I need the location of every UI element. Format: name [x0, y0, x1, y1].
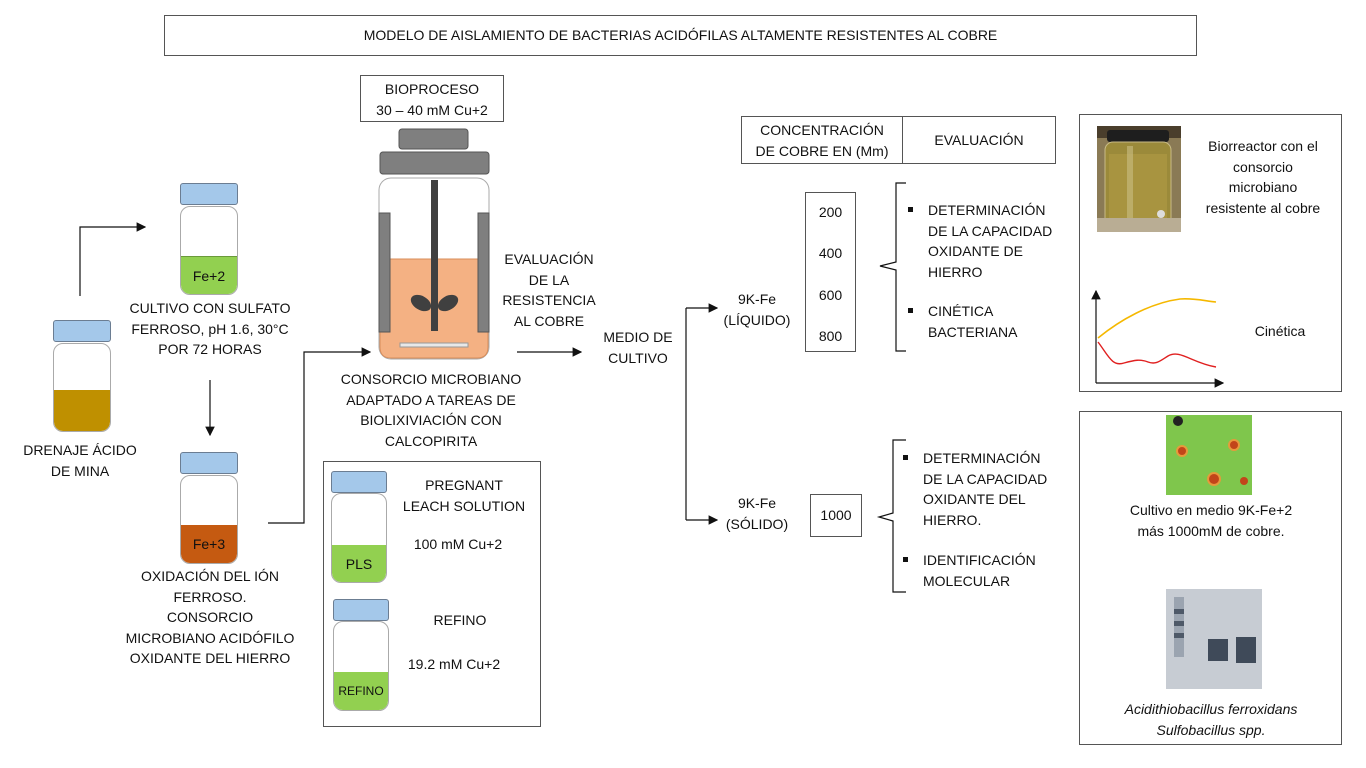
arrow-fe3-to-bioprocess [268, 347, 372, 524]
bracket-solid [876, 439, 906, 593]
bioreactor-top-knob [398, 128, 469, 150]
fe2-jar-body: Fe+2 [180, 206, 238, 295]
bioprocess-caption: CONSORCIO MICROBIANO ADAPTADO A TAREAS D… [340, 371, 522, 449]
culture-identification-panel: Cultivo en medio 9K-Fe+2 más 1000mM de c… [1079, 411, 1342, 745]
species-identified: Acidithiobacillus ferroxidans Sulfobacil… [1124, 701, 1298, 738]
fe3-liquid: Fe+3 [181, 525, 237, 563]
fe3-caption: OXIDACIÓN DEL IÓN FERROSO. CONSORCIO MIC… [125, 568, 295, 666]
impeller-right-blade [437, 294, 459, 312]
fe3-jar-body: Fe+3 [180, 475, 238, 564]
bioreactor-shaft [431, 180, 438, 331]
fe3-jar-cap [180, 452, 238, 474]
liquid-concentrations-box: 200 400 600 800 [805, 192, 856, 352]
solid-medium-label: 9K-Fe (SÓLIDO) [725, 495, 789, 532]
bioreactor-lid [379, 151, 490, 175]
plate-culture-photo [1166, 415, 1252, 495]
bioprocess-label: BIOPROCESO 30 – 40 mM Cu+2 [360, 75, 504, 122]
bullet-liquid-oxidation: DETERMINACIÓN DE LA CAPACIDAD OXIDANTE D… [908, 200, 1078, 282]
copper-concentration-header: CONCENTRACIÓN DE COBRE EN (Mm) [741, 116, 903, 164]
bioreactor-photo [1097, 126, 1181, 232]
drainage-label: DRENAJE ÁCIDO DE MINA [23, 442, 137, 479]
bioreactor-photo-caption: Biorreactor con el consorcio microbiano … [1205, 138, 1321, 216]
impeller-left-blade [410, 294, 432, 312]
culture-medium-label: MEDIO DE CULTIVO [603, 329, 673, 366]
pls-concentration: 100 mM Cu+2 [413, 536, 503, 552]
pls-jar-cap [331, 471, 387, 493]
arrow-drainage-to-fe2 [79, 222, 147, 296]
diagram-title-box: MODELO DE AISLAMIENTO DE BACTERIAS ACIDÓ… [164, 15, 1197, 56]
fe2-jar-cap [180, 183, 238, 205]
bioreactor-kinetics-panel: Biorreactor con el consorcio microbiano … [1079, 114, 1342, 392]
refino-title: REFINO [433, 612, 487, 628]
drainage-jar-body [53, 343, 111, 432]
bioreactor-right-jacket [477, 212, 490, 333]
kinetics-label: Cinética [1254, 323, 1306, 339]
concentration-value: 400 [818, 245, 843, 261]
concentration-value: 800 [818, 328, 843, 344]
refino-jar-body: REFINO [333, 621, 389, 711]
refino-concentration: 19.2 mM Cu+2 [407, 656, 501, 672]
bullet-liquid-kinetics: CINÉTICA BACTERIANA [908, 301, 1078, 342]
bracket-liquid [879, 182, 906, 352]
drainage-jar-cap [53, 320, 111, 342]
concentration-value: 600 [818, 287, 843, 303]
pls-jar-body: PLS [331, 493, 387, 583]
kinetics-yellow-curve [1097, 298, 1217, 339]
pls-refino-box: PLS PREGNANT LEACH SOLUTION 100 mM Cu+2 … [323, 461, 541, 727]
bioreactor-sparger [399, 342, 469, 348]
concentration-value: 200 [818, 204, 843, 220]
drainage-liquid [54, 390, 110, 431]
diagram-title: MODELO DE AISLAMIENTO DE BACTERIAS ACIDÓ… [363, 27, 998, 43]
gel-electrophoresis-photo [1166, 589, 1262, 689]
refino-jar-cap [333, 599, 389, 621]
bullet-solid-identification: IDENTIFICACIÓN MOLECULAR [903, 550, 1073, 591]
fe2-caption: CULTIVO CON SULFATO FERROSO, pH 1.6, 30°… [129, 300, 291, 357]
solid-concentration-box: 1000 [810, 494, 862, 537]
bioreactor-left-jacket [378, 212, 391, 333]
fe2-liquid: Fe+2 [181, 256, 237, 294]
refino-liquid: REFINO [334, 672, 388, 710]
liquid-medium-label: 9K-Fe (LÍQUIDO) [723, 291, 791, 328]
evaluation-header: EVALUACIÓN [902, 116, 1056, 164]
kinetics-red-curve [1097, 341, 1217, 368]
plate-culture-caption: Cultivo en medio 9K-Fe+2 más 1000mM de c… [1129, 502, 1293, 539]
pls-liquid: PLS [332, 545, 386, 582]
bullet-solid-oxidation: DETERMINACIÓN DE LA CAPACIDAD OXIDANTE D… [903, 448, 1073, 530]
pls-title: PREGNANT LEACH SOLUTION [402, 477, 526, 514]
kinetics-chart [1091, 289, 1225, 388]
resistance-evaluation-label: EVALUACIÓN DE LA RESISTENCIA AL COBRE [502, 251, 596, 329]
